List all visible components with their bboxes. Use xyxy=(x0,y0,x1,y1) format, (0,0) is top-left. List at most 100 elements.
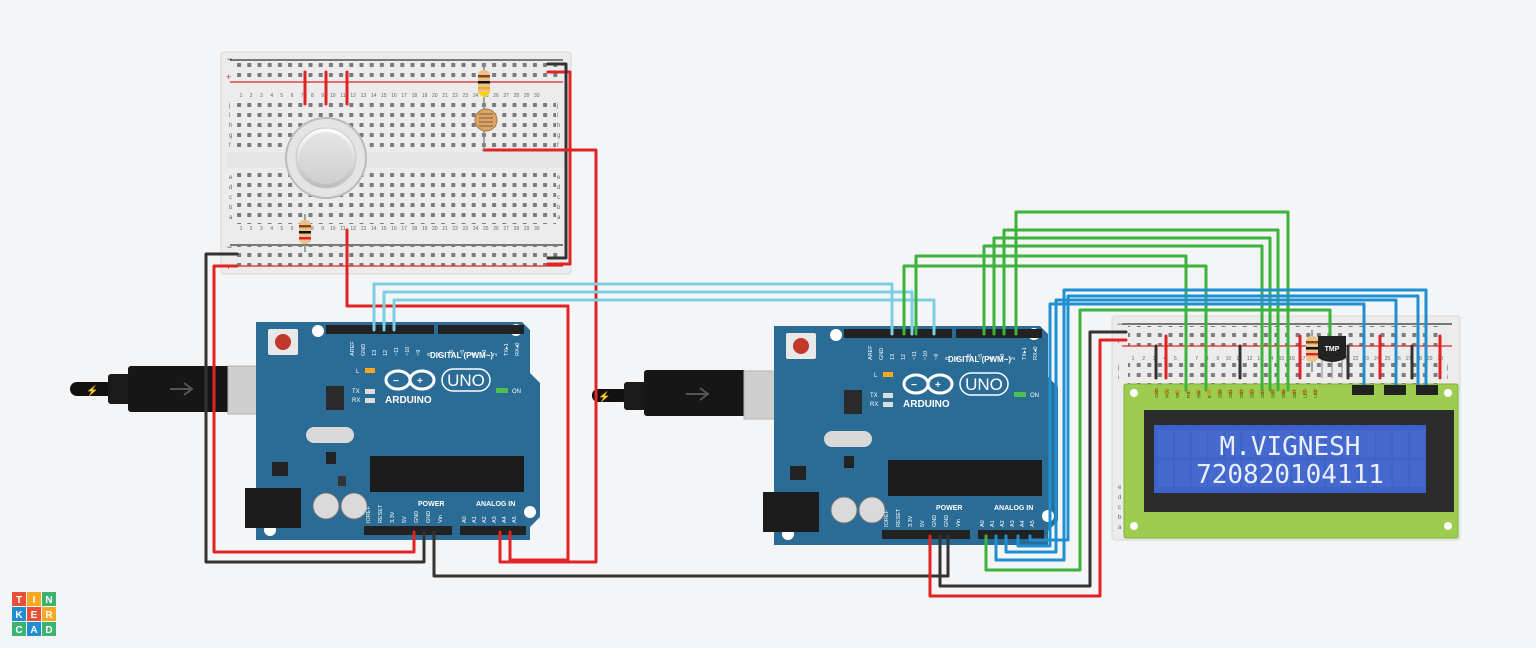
column-number: 12 xyxy=(1247,356,1253,362)
column-number: 11 xyxy=(340,226,345,232)
logo-cell: C xyxy=(12,622,26,636)
pin-label: ~5 xyxy=(978,354,984,360)
row-letter: a xyxy=(229,215,233,221)
photoresistor[interactable] xyxy=(474,104,498,150)
lcd-line-1: M.VIGNESH xyxy=(1220,432,1361,462)
lcd-pin-label: DB0 xyxy=(1218,389,1223,398)
pushbutton-switches[interactable] xyxy=(1352,385,1438,395)
resistor[interactable] xyxy=(1306,330,1318,372)
pin-label: Vin xyxy=(956,519,962,527)
row-letter: d xyxy=(229,185,232,191)
rail-minus-label: − xyxy=(227,242,232,252)
column-number: 4 xyxy=(270,93,273,99)
column-number: 8 xyxy=(311,93,314,99)
arduino-logo: − + xyxy=(902,373,954,395)
column-number: 20 xyxy=(432,226,438,232)
column-number: 30 xyxy=(534,93,540,99)
column-number: 5 xyxy=(280,93,283,99)
pin-label: TX▸1 xyxy=(504,343,510,356)
column-number: 3 xyxy=(260,93,263,99)
gas-sensor[interactable] xyxy=(285,117,367,199)
pin-label: TX▸1 xyxy=(1022,347,1028,360)
pin-label: 4 xyxy=(989,357,995,360)
pin-label: GND xyxy=(361,344,367,356)
column-number: 28 xyxy=(514,93,520,99)
pin-label: A5 xyxy=(512,516,518,523)
column-number: 21 xyxy=(1342,356,1348,362)
pin-label: ~9 xyxy=(416,350,422,356)
column-number: 25 xyxy=(483,226,489,232)
logo-cell: T xyxy=(12,592,26,606)
column-number: 26 xyxy=(493,226,499,232)
column-number: 30 xyxy=(534,226,540,232)
column-number: 24 xyxy=(473,93,479,99)
pin-label: A4 xyxy=(1020,520,1026,527)
row-letter: i xyxy=(229,113,230,119)
column-number: 10 xyxy=(1226,356,1232,362)
lcd-pin-label: LED xyxy=(1313,388,1318,398)
row-letter: c xyxy=(229,195,232,201)
column-number: 7 xyxy=(301,93,304,99)
brand-label: ARDUINO xyxy=(385,395,432,406)
column-number: 2 xyxy=(250,226,253,232)
lightning-icon: ⚡ xyxy=(86,384,98,397)
column-number: 23 xyxy=(463,93,469,99)
pin-label: RX◂0 xyxy=(515,343,521,356)
lcd-pin-label: DB2 xyxy=(1239,389,1244,398)
pin-label: ~10 xyxy=(405,347,411,356)
logo-cell: N xyxy=(42,592,56,606)
resistor[interactable] xyxy=(478,64,490,104)
column-number: 15 xyxy=(381,226,387,232)
lcd-pin-label: LED xyxy=(1302,388,1307,398)
column-number: 9 xyxy=(1216,356,1219,362)
column-number: 10 xyxy=(330,93,336,99)
row-letter: d xyxy=(1118,495,1121,501)
logo-cell: R xyxy=(42,607,56,621)
wires[interactable] xyxy=(204,62,1442,598)
logo-cell: E xyxy=(27,607,41,621)
pin-label: RX◂0 xyxy=(1033,347,1039,360)
column-number: 15 xyxy=(381,93,387,99)
column-number: 5 xyxy=(280,226,283,232)
logo-letter: I xyxy=(33,595,36,606)
column-number: 2 xyxy=(250,93,253,99)
logo-cell: K xyxy=(12,607,26,621)
column-number: 12 xyxy=(350,226,356,232)
column-number: 29 xyxy=(1427,356,1433,362)
pin-label: A2 xyxy=(1000,520,1006,527)
pin-label: GND xyxy=(932,515,938,527)
column-number: 1 xyxy=(240,226,243,232)
row-letter: c xyxy=(1118,505,1121,511)
lcd-pin-label: RW xyxy=(1196,390,1201,398)
column-number: 13 xyxy=(361,226,367,232)
lcd-char-grid xyxy=(1158,430,1425,487)
column-number: 2 xyxy=(1142,356,1145,362)
model-label: UNO xyxy=(965,375,1003,394)
rail-minus-label: − xyxy=(1117,319,1122,329)
column-number: 21 xyxy=(442,226,448,232)
pin-label: GND xyxy=(879,348,885,360)
logo-cell: D xyxy=(42,622,56,636)
pin-label: ~9 xyxy=(934,354,940,360)
temperature-sensor[interactable]: TMP xyxy=(1318,336,1346,378)
row-letter: b xyxy=(557,205,561,211)
row-letter: i xyxy=(1118,375,1119,381)
analog-label: ANALOG IN xyxy=(994,505,1033,512)
row-letter: b xyxy=(229,205,233,211)
column-number: 17 xyxy=(1300,356,1306,362)
column-number: 14 xyxy=(371,93,377,99)
logo-letter: T xyxy=(16,595,22,606)
resistor[interactable] xyxy=(299,214,311,252)
row-letter: f xyxy=(557,143,559,149)
pin-label: 2 xyxy=(493,353,499,356)
pin-label: A4 xyxy=(502,516,508,523)
